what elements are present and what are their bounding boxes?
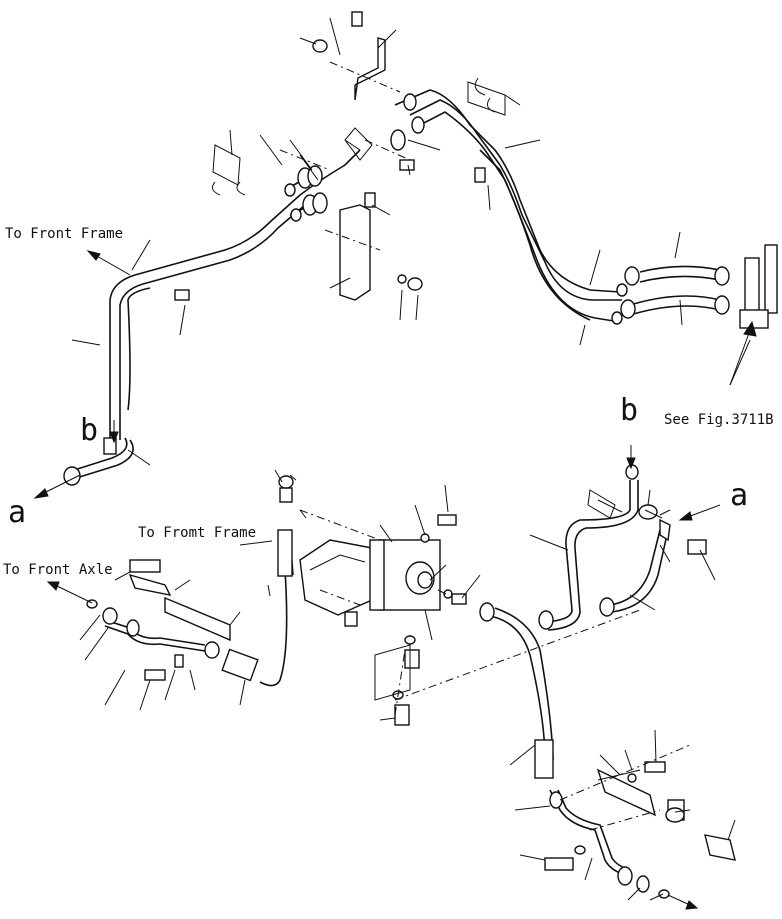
lower-right-arrows [626,445,721,910]
label-see-fig: See Fig.3711B [664,412,774,428]
lower-left-arrows [46,540,273,604]
label-a-left: a [8,495,26,530]
label-to-front-frame-top: To Front Frame [5,226,123,242]
lower-right-assembly [479,464,736,901]
label-a-right: a [730,478,748,513]
label-to-front-axle: To Front Axle [3,562,113,578]
label-to-front-frame-mid: To Fromt Frame [138,525,256,541]
lower-left-assembly [79,469,641,726]
label-b-left: b [80,413,98,448]
upper-pipe-assembly [63,11,778,486]
upper-arrows [33,250,757,499]
label-b-right: b [620,393,638,428]
fitting-b-left [103,437,117,455]
